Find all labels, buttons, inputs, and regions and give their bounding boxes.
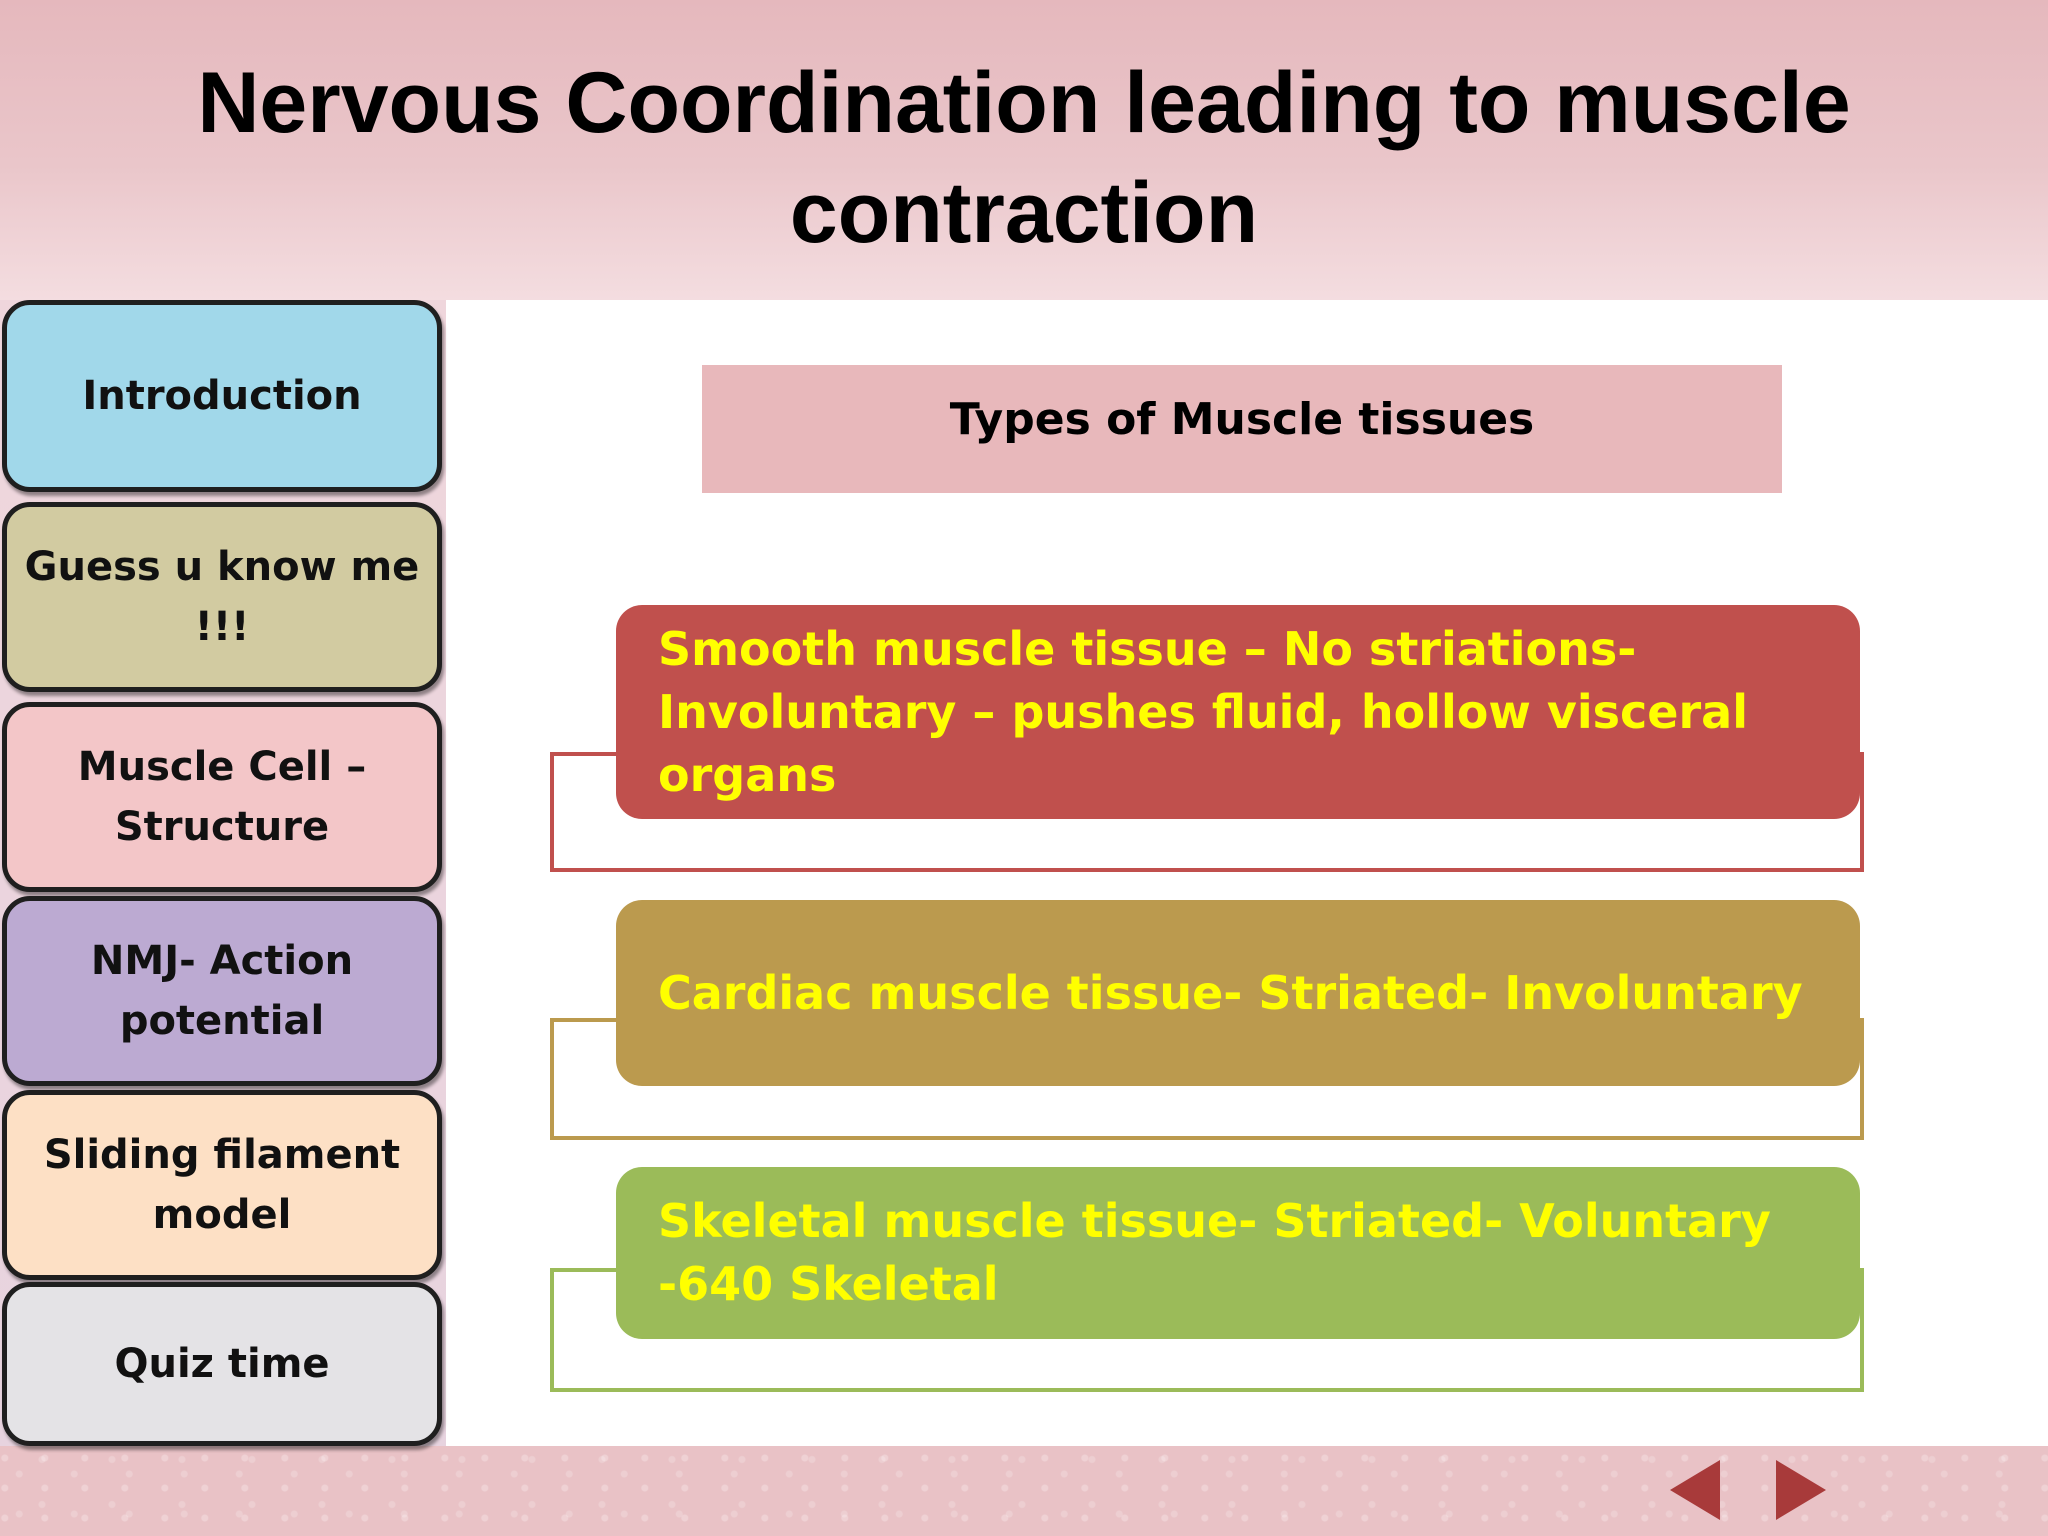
triangle-right-icon[interactable]	[1774, 1458, 1828, 1522]
triangle-left-icon[interactable]	[1668, 1458, 1722, 1522]
connector-bracket	[550, 1018, 1864, 1140]
connector-bracket	[550, 752, 1864, 872]
nav-nmj-label: NMJ- Action potential	[90, 938, 354, 1044]
connector-bracket	[550, 1268, 1864, 1392]
nav-muscle-cell-label: Muscle Cell – Structure	[77, 744, 367, 850]
nav-sliding-filament-button[interactable]: Sliding filament model	[2, 1090, 442, 1280]
nav-nmj-button[interactable]: NMJ- Action potential	[2, 896, 442, 1086]
skeletal-muscle-text: Skeletal muscle tissue- Striated- Volunt…	[658, 1194, 1771, 1311]
nav-guess-button[interactable]: Guess u know me !!!	[2, 502, 442, 692]
smooth-muscle-card: Smooth muscle tissue – No striations- In…	[616, 605, 1860, 819]
nav-quiz-label: Quiz time	[114, 1341, 330, 1387]
connector-bracket-top	[550, 1018, 616, 1022]
nav-muscle-cell-button[interactable]: Muscle Cell – Structure	[2, 702, 442, 892]
types-heading: Types of Muscle tissues	[702, 365, 1782, 493]
nav-sliding-filament-label: Sliding filament model	[43, 1132, 401, 1238]
title-band	[0, 0, 2048, 300]
nav-introduction-label: Introduction	[82, 373, 362, 419]
nav-introduction-button[interactable]: Introduction	[2, 300, 442, 492]
smooth-muscle-text: Smooth muscle tissue – No striations- In…	[658, 621, 1748, 802]
footer-band	[0, 1446, 2048, 1536]
connector-bracket-top	[550, 752, 616, 756]
cardiac-muscle-card: Cardiac muscle tissue- Striated- Involun…	[616, 900, 1860, 1086]
nav-guess-label: Guess u know me !!!	[24, 544, 420, 650]
cardiac-muscle-text: Cardiac muscle tissue- Striated- Involun…	[658, 965, 1803, 1020]
nav-quiz-button[interactable]: Quiz time	[2, 1282, 442, 1446]
connector-bracket-top	[550, 1268, 616, 1272]
slide-title: Nervous Coordination leading to muscle c…	[197, 55, 1851, 261]
skeletal-muscle-card: Skeletal muscle tissue- Striated- Volunt…	[616, 1167, 1860, 1339]
